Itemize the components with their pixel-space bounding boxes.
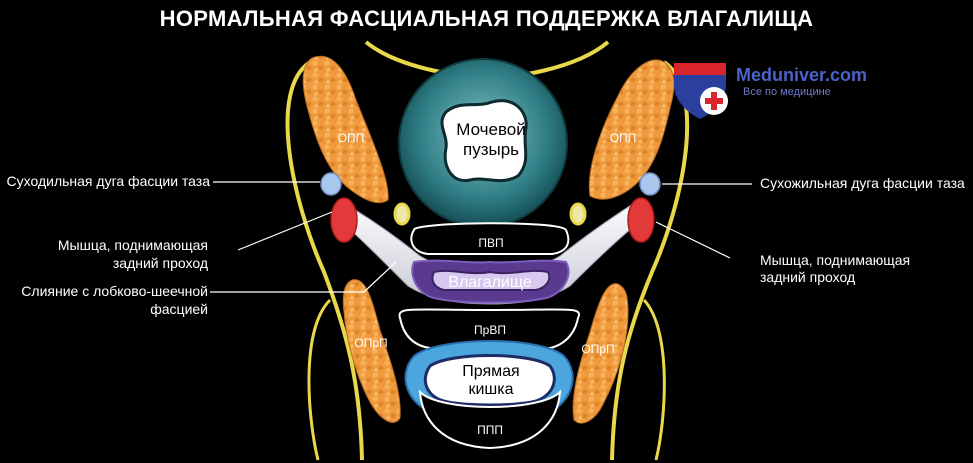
oprp-left-label: ОПрП <box>354 336 387 350</box>
rectum-label-2: кишка <box>468 381 513 398</box>
bladder-lumen <box>440 99 528 183</box>
watermark-tagline: Все по медицине <box>743 86 831 98</box>
ureter-right <box>569 202 587 226</box>
ppp-label: ППП <box>477 423 503 437</box>
label-merge-2: фасцией <box>150 301 208 317</box>
pvp-label: ПВП <box>478 236 503 250</box>
levator-left <box>330 197 358 243</box>
arcus-left <box>320 172 342 196</box>
oprp-right-fat <box>572 283 629 424</box>
oprp-left-fat <box>342 279 401 423</box>
leader-lines <box>210 181 752 293</box>
rectum-lumen <box>424 354 556 407</box>
label-merge-1: Слияние с лобково-шеечной <box>21 283 208 299</box>
opp-left-fat <box>302 55 389 204</box>
ppp-space <box>418 389 562 450</box>
oprp-right-label: ОПрП <box>581 342 614 356</box>
opp-left-label: ОПП <box>338 131 365 145</box>
label-arcus-right: Сухожильная дуга фасции таза <box>760 175 965 191</box>
watermark: Meduniver.com Все по медицине <box>668 55 878 125</box>
rectum-label: Прямая <box>462 363 519 380</box>
diagram-title: НОРМАЛЬНАЯ ФАСЦИАЛЬНАЯ ПОДДЕРЖКА ВЛАГАЛИ… <box>159 6 814 31</box>
fat-pads <box>302 55 675 424</box>
opp-right-label: ОПП <box>610 131 637 145</box>
ureter-left <box>393 202 411 226</box>
label-levator-left-2: задний проход <box>112 255 208 271</box>
opp-right-fat <box>588 59 675 200</box>
prvp-label: ПрВП <box>474 323 506 337</box>
vagina-label: Влагалище <box>448 274 532 291</box>
shield-icon <box>674 63 728 119</box>
label-arcus-left: Суходильная дуга фасции таза <box>6 173 210 189</box>
bladder-label: Мочевой <box>456 120 526 139</box>
bladder-label-2: пузырь <box>463 140 519 159</box>
arcus-right <box>639 172 661 196</box>
watermark-name: Meduniver.com <box>736 65 868 85</box>
label-levator-left-1: Мышца, поднимающая <box>57 237 208 253</box>
label-levator-right-2: задний проход <box>760 269 856 285</box>
pelvic-floor-outline <box>307 298 666 461</box>
vagina-lumen <box>431 269 551 291</box>
levator-right <box>627 197 655 243</box>
pvp-space <box>410 222 570 255</box>
label-levator-right-1: Мышца, поднимающая <box>760 252 911 268</box>
prvp-space <box>398 308 581 349</box>
